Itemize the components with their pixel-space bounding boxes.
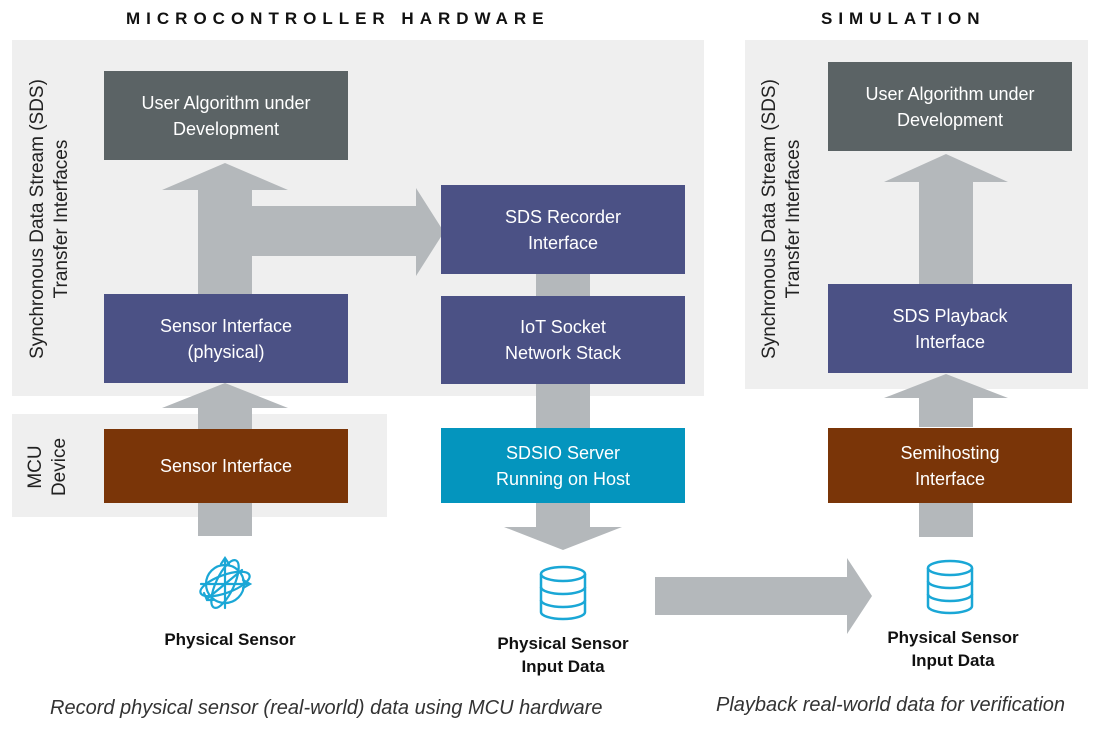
input-data-left-label: Physical Sensor Input Data [497, 634, 629, 676]
header-microcontroller: MICROCONTROLLER HARDWARE [126, 9, 550, 28]
input-data-right-label: Physical Sensor Input Data [887, 628, 1019, 670]
right-user-algorithm-box: User Algorithm under Development [828, 62, 1072, 151]
caption-left: Record physical sensor (real-world) data… [50, 697, 603, 719]
connector-iot-sdsio [536, 384, 590, 428]
semihosting-box: Semihosting Interface [828, 428, 1072, 503]
arrow-to-algorithm [162, 163, 288, 294]
arrow-to-recorder [252, 188, 444, 276]
arrow-to-playback [884, 374, 1008, 427]
iot-socket-box: IoT Socket Network Stack [441, 296, 685, 384]
connector-db-semihosting [919, 503, 973, 537]
arrow-to-algorithm-right [884, 154, 1008, 284]
sensor-interface-box: Sensor Interface [104, 429, 348, 503]
connector-recorder-iot [536, 274, 590, 296]
arrow-to-database [504, 503, 622, 550]
sensor-interface-physical-box: Sensor Interface (physical) [104, 294, 348, 383]
physical-sensor-label: Physical Sensor [164, 630, 296, 649]
caption-right: Playback real-world data for verificatio… [716, 694, 1066, 716]
header-simulation: SIMULATION [821, 9, 986, 28]
sds-playback-box: SDS Playback Interface [828, 284, 1072, 373]
arrow-record-to-playback [655, 558, 872, 634]
user-algorithm-box: User Algorithm under Development [104, 71, 348, 160]
sdsio-server-box: SDSIO Server Running on Host [441, 428, 685, 503]
sds-recorder-box: SDS Recorder Interface [441, 185, 685, 274]
